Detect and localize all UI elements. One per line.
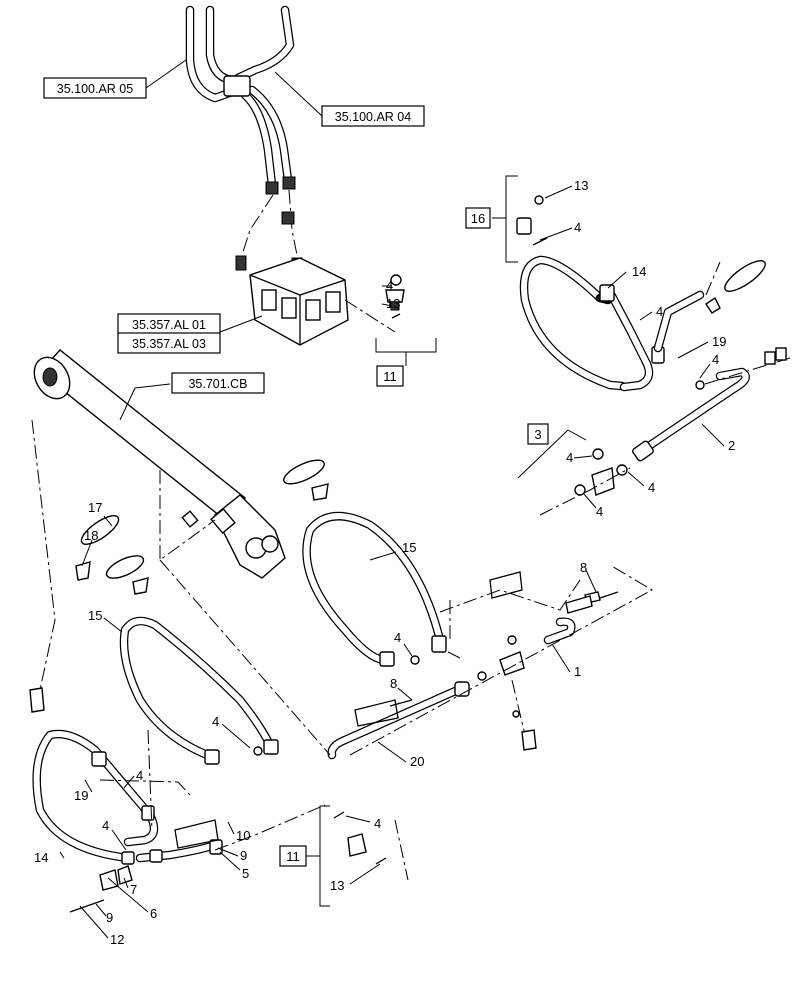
callout-9: 9 [106, 910, 113, 925]
callout-13: 13 [386, 296, 400, 311]
ref-35-357-al01[interactable]: 35.357.AL 01 [117, 313, 221, 335]
callout-4: 4 [566, 450, 573, 465]
callout-15: 15 [88, 608, 102, 623]
ref-35-701-cb[interactable]: 35.701.CB [171, 372, 265, 394]
callout-15: 15 [402, 540, 416, 555]
callout-20: 20 [410, 754, 424, 769]
kit-11-bottom-fittings [333, 811, 387, 865]
callout-4: 4 [656, 304, 663, 319]
ref-label-al01: 35.357.AL 01 [132, 318, 206, 332]
ref-label-al03: 35.357.AL 03 [132, 337, 206, 351]
callout-7: 7 [130, 882, 137, 897]
group-box-3[interactable]: 3 [527, 423, 549, 445]
right-hose-loop [516, 195, 766, 392]
callout-4: 4 [102, 818, 109, 833]
center-steel-tube-20 [327, 681, 470, 760]
callout-8: 8 [580, 560, 587, 575]
callout-6: 6 [150, 906, 157, 921]
control-valve-assembly [235, 189, 405, 346]
callout-4: 4 [574, 220, 581, 235]
leader-lines [59, 59, 725, 939]
group-label-3: 3 [534, 427, 541, 442]
callout-19: 19 [74, 788, 88, 803]
callout-13: 13 [574, 178, 588, 193]
boom-cylinder [33, 349, 286, 579]
callout-4: 4 [374, 816, 381, 831]
group-box-11-top[interactable]: 11 [376, 365, 404, 387]
group-label-16: 16 [471, 211, 485, 226]
group-box-16[interactable]: 16 [465, 207, 491, 229]
ref-label-cb: 35.701.CB [188, 377, 247, 391]
ref-35-100-ar05[interactable]: 35.100.AR 05 [43, 77, 147, 99]
callout-4: 4 [394, 630, 401, 645]
callout-12: 12 [110, 932, 124, 947]
group-label-11-top: 11 [383, 369, 397, 384]
callout-17: 17 [88, 500, 102, 515]
callout-4: 4 [648, 480, 655, 495]
callout-14: 14 [632, 264, 646, 279]
middle-hose-loop [283, 459, 461, 667]
callout-4: 4 [386, 278, 393, 293]
callout-10: 10 [236, 828, 250, 843]
callout-labels: 13 4 14 4 19 4 2 4 13 4 4 4 17 18 15 8 4… [34, 178, 735, 947]
callout-4: 4 [136, 768, 143, 783]
callout-19: 19 [712, 334, 726, 349]
reference-dash-lines [31, 419, 654, 881]
callout-8: 8 [390, 676, 397, 691]
ref-label-ar05: 35.100.AR 05 [57, 82, 133, 96]
callout-13: 13 [330, 878, 344, 893]
right-steel-tube [632, 347, 791, 462]
upper-supply-hoses [185, 5, 296, 195]
callout-14: 14 [34, 850, 48, 865]
ref-35-357-al03[interactable]: 35.357.AL 03 [117, 332, 221, 354]
callout-4: 4 [712, 352, 719, 367]
ref-label-ar04: 35.100.AR 04 [335, 110, 411, 124]
callout-1: 1 [574, 664, 581, 679]
callout-4: 4 [212, 714, 219, 729]
callout-2: 2 [728, 438, 735, 453]
kit-3-fittings [517, 429, 631, 516]
callout-18: 18 [84, 528, 98, 543]
callout-4: 4 [596, 504, 603, 519]
callout-9: 9 [240, 848, 247, 863]
group-label-11-bottom: 11 [286, 849, 300, 864]
right-center-fittings [439, 571, 619, 751]
left-hose-15 [105, 555, 279, 765]
group-box-11-bottom[interactable]: 11 [279, 845, 307, 867]
callout-5: 5 [242, 866, 249, 881]
ref-35-100-ar04[interactable]: 35.100.AR 04 [321, 105, 425, 127]
